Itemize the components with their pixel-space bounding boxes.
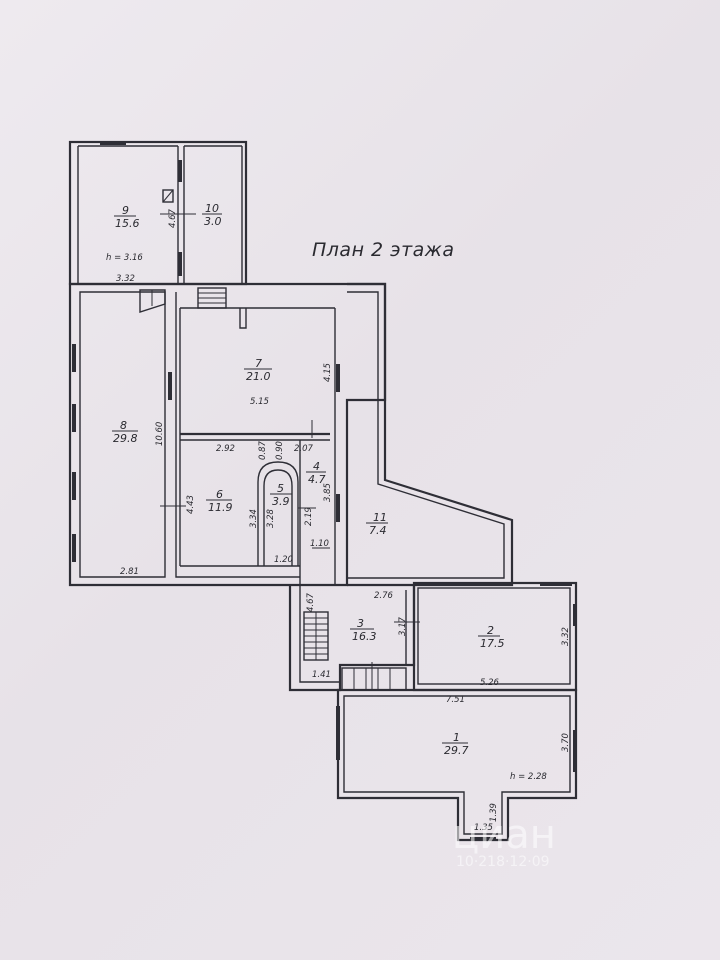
dimension-label: 1.41 bbox=[312, 670, 331, 680]
stair-flight-top bbox=[197, 287, 227, 309]
doors bbox=[160, 189, 420, 690]
dimension-label: 3.34 bbox=[249, 509, 259, 528]
room-number: 4 bbox=[313, 460, 320, 473]
dimension-label: 0.87 bbox=[258, 440, 268, 460]
room-number: 7 bbox=[255, 357, 262, 370]
dimension-label: 3.17 bbox=[398, 616, 408, 636]
watermark: циан 10·218·12·09 bbox=[452, 812, 556, 870]
dimension-label: 5.15 bbox=[250, 397, 269, 407]
dimension-label: 1.35 bbox=[474, 823, 493, 833]
room-1-outline bbox=[336, 688, 578, 842]
room-label-9: 9 15.6 bbox=[114, 204, 140, 230]
room-9-10-outline bbox=[68, 140, 248, 286]
stair-flight-room-3 bbox=[303, 611, 329, 661]
dimension-label: 1.39 bbox=[489, 803, 499, 822]
watermark-code: 10·218·12·09 bbox=[456, 854, 550, 870]
room-label-3: 3 16.3 bbox=[350, 617, 377, 643]
plan-title: План 2 этажа bbox=[312, 239, 455, 261]
room-number: 3 bbox=[357, 617, 364, 630]
room-area: 3.0 bbox=[204, 215, 222, 228]
walls bbox=[68, 140, 578, 842]
dimension-label: 7.51 bbox=[446, 695, 465, 705]
dimension-label: 2.92 bbox=[216, 444, 235, 454]
dimension-label: 1.20 bbox=[274, 555, 293, 565]
room-label-5: 5 3.9 bbox=[270, 482, 292, 508]
dimension-label: 0.90 bbox=[275, 441, 285, 460]
corridor-11-outline bbox=[347, 282, 514, 587]
room-area: 7.4 bbox=[369, 524, 387, 537]
room-area: 15.6 bbox=[115, 217, 140, 230]
windows bbox=[72, 141, 577, 841]
room-label-6: 6 11.9 bbox=[206, 488, 233, 514]
dimension-label: 4.67 bbox=[168, 208, 178, 228]
room-label-8: 8 29.8 bbox=[112, 419, 138, 445]
dimension-labels: 4.67 3.32 10.60 4.43 2.81 5.15 4.15 2.92… bbox=[116, 208, 571, 833]
dimension-label: 2.19 bbox=[304, 507, 314, 526]
ceiling-height-label: h = 3.16 bbox=[106, 253, 143, 263]
dimension-label: 3.85 bbox=[323, 483, 333, 502]
room-label-10: 10 3.0 bbox=[202, 202, 222, 228]
dimension-label: 3.70 bbox=[561, 733, 571, 752]
dimension-label: 5.26 bbox=[480, 678, 500, 688]
dimension-label: 3.28 bbox=[266, 508, 276, 528]
room-label-7: 7 21.0 bbox=[244, 357, 272, 383]
dimension-label: 4.67 bbox=[306, 592, 316, 612]
room-area: 21.0 bbox=[246, 370, 271, 383]
room-area: 29.8 bbox=[113, 432, 138, 445]
watermark-brand: циан bbox=[452, 812, 556, 858]
room-label-11: 11 7.4 bbox=[366, 511, 388, 537]
dimension-label: 2.07 bbox=[294, 444, 314, 454]
dimension-label: 3.32 bbox=[116, 274, 135, 284]
room-number: 2 bbox=[487, 624, 494, 637]
dimension-label: 1.10 bbox=[310, 539, 329, 549]
room-number: 5 bbox=[277, 482, 284, 495]
dimension-label: 4.43 bbox=[186, 495, 196, 514]
room-area: 16.3 bbox=[352, 630, 377, 643]
dimension-label: 2.81 bbox=[120, 567, 139, 577]
room-label-4: 4 4.7 bbox=[306, 460, 326, 486]
room-area: 3.9 bbox=[272, 495, 290, 508]
room-area: 11.9 bbox=[208, 501, 233, 514]
room-area: 17.5 bbox=[480, 637, 505, 650]
room-area: 4.7 bbox=[308, 473, 326, 486]
dimension-label: 10.60 bbox=[155, 422, 165, 446]
room-number: 11 bbox=[373, 511, 387, 524]
stairs bbox=[139, 287, 407, 691]
dimension-label: 4.15 bbox=[323, 363, 333, 382]
room-number: 9 bbox=[122, 204, 129, 217]
room-area: 29.7 bbox=[444, 744, 469, 757]
room-number: 10 bbox=[205, 202, 219, 215]
room-number: 1 bbox=[453, 731, 460, 744]
room-label-2: 2 17.5 bbox=[478, 624, 505, 650]
room-number: 6 bbox=[216, 488, 223, 501]
room-number: 8 bbox=[120, 419, 127, 432]
room-label-1: 1 29.7 bbox=[442, 731, 469, 757]
stair-corner-room-8 bbox=[139, 289, 166, 313]
stair-flight-room-1 bbox=[341, 667, 407, 691]
dimension-label: 3.32 bbox=[561, 627, 571, 646]
dimension-label: 2.76 bbox=[374, 591, 394, 601]
room-labels: 9 15.6 10 3.0 7 21.0 8 29.8 4 4.7 5 3.9 bbox=[112, 202, 505, 757]
ceiling-height-label: h = 2.28 bbox=[510, 772, 547, 782]
